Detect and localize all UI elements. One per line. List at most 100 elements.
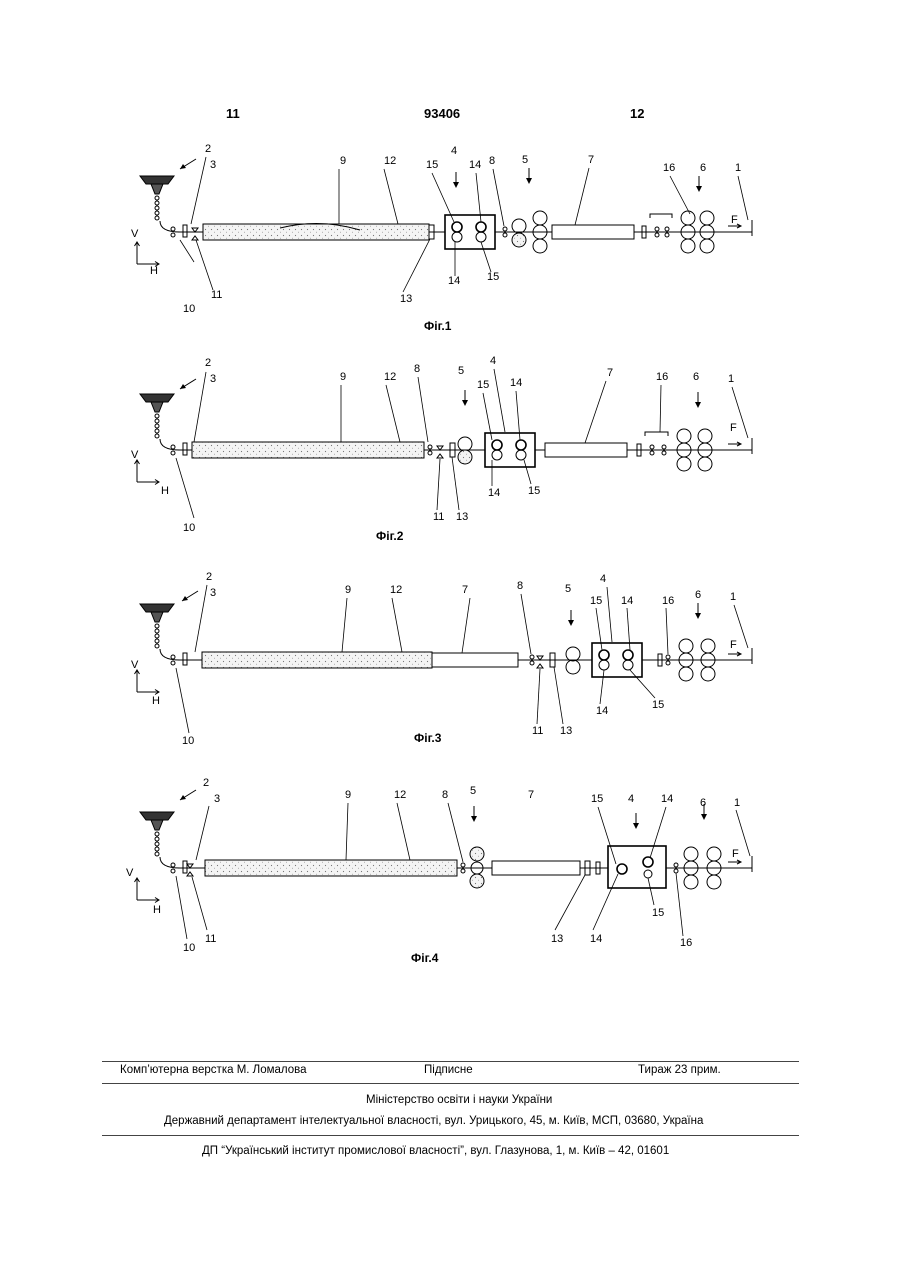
mould-roll-icon bbox=[155, 434, 159, 438]
mould-roll-icon bbox=[155, 419, 159, 423]
footer-typesetter: Комп’ютерна верстка М. Ломалова bbox=[120, 1064, 307, 1076]
rolling-stand-roll bbox=[677, 429, 691, 443]
leader-line bbox=[192, 877, 207, 930]
ref-label: F bbox=[730, 422, 737, 434]
ref-label: 14 bbox=[661, 793, 673, 805]
leader-line bbox=[738, 176, 748, 220]
mould-roll-icon bbox=[155, 852, 159, 856]
leader-line bbox=[432, 173, 454, 222]
ref-label: 5 bbox=[522, 154, 528, 166]
ref-label: 9 bbox=[340, 371, 346, 383]
rolling-stand-roll bbox=[684, 875, 698, 889]
ladle-icon bbox=[140, 604, 174, 612]
leader-line bbox=[666, 608, 668, 654]
pinch-roll bbox=[171, 863, 175, 867]
arrow-head bbox=[695, 613, 701, 619]
ref-label: F bbox=[732, 848, 739, 860]
ref-label: 13 bbox=[456, 511, 468, 523]
pinch-roll bbox=[171, 869, 175, 873]
leader-line bbox=[593, 874, 618, 930]
stand-roll bbox=[566, 647, 580, 661]
ref-label: 11 bbox=[205, 933, 216, 945]
rolling-stand-roll bbox=[681, 211, 695, 225]
tunnel-furnace bbox=[205, 860, 457, 876]
rolling-stand-roll bbox=[700, 211, 714, 225]
leader-line bbox=[191, 157, 206, 224]
cutter-3 bbox=[183, 653, 187, 665]
pinch-roll bbox=[650, 451, 654, 455]
strand-curve bbox=[160, 439, 180, 450]
rolling-stand-roll bbox=[698, 457, 712, 471]
ref-label: 11 bbox=[433, 511, 444, 523]
pinch-roll bbox=[171, 233, 175, 237]
ref-label: 12 bbox=[394, 789, 406, 801]
group-bracket bbox=[645, 432, 668, 436]
leader-line bbox=[670, 176, 690, 214]
ref-label: 5 bbox=[470, 785, 476, 797]
shear-upper bbox=[537, 656, 543, 660]
arrow-head bbox=[453, 182, 459, 188]
leader-line bbox=[392, 598, 402, 652]
ref-label: 7 bbox=[528, 789, 534, 801]
footer-rule-top bbox=[102, 1061, 799, 1062]
ref-label: 4 bbox=[600, 573, 606, 585]
ref-label: 14 bbox=[590, 933, 602, 945]
mould-roll-icon bbox=[155, 216, 159, 220]
leader-line bbox=[452, 457, 459, 510]
footer-institute: ДП “Український інститут промислової вла… bbox=[202, 1145, 669, 1157]
figure-caption: Фіг.4 bbox=[411, 951, 439, 965]
rolling-stand-roll bbox=[533, 239, 547, 253]
ref-label: 12 bbox=[384, 155, 396, 167]
ref-label: 14 bbox=[488, 487, 500, 499]
footer-department: Державний департамент інтелектуальної вл… bbox=[164, 1115, 703, 1127]
leader-line bbox=[607, 587, 612, 642]
mould-roll-icon bbox=[155, 206, 159, 210]
leader-line bbox=[386, 385, 400, 442]
arrow-head bbox=[462, 400, 468, 406]
coiler-box bbox=[445, 215, 495, 249]
ref-label: 9 bbox=[340, 155, 346, 167]
mould-roll-icon bbox=[155, 837, 159, 841]
arrow-head bbox=[633, 823, 639, 829]
arrow-head bbox=[526, 178, 532, 184]
mould-roll-icon bbox=[155, 629, 159, 633]
leader-line bbox=[555, 875, 585, 930]
ref-label: 16 bbox=[662, 595, 674, 607]
ref-label: 15 bbox=[426, 159, 438, 171]
mould-roll-icon bbox=[155, 429, 159, 433]
ladle-icon bbox=[140, 812, 174, 820]
ref-label: 12 bbox=[384, 371, 396, 383]
tundish-icon bbox=[151, 612, 163, 622]
ref-label: 15 bbox=[652, 907, 664, 919]
ref-label: V bbox=[131, 659, 139, 671]
leader-line bbox=[537, 669, 540, 724]
arrow-head bbox=[180, 795, 186, 800]
ref-label: H bbox=[153, 904, 161, 916]
pinch-roll bbox=[461, 869, 465, 873]
stand-roll bbox=[470, 874, 484, 888]
ref-label: 15 bbox=[487, 271, 499, 283]
ref-label: 15 bbox=[590, 595, 602, 607]
leader-line bbox=[418, 377, 428, 442]
tunnel-furnace bbox=[202, 652, 432, 668]
pinch-roll bbox=[171, 661, 175, 665]
ref-label: 2 bbox=[203, 777, 209, 789]
pinch-roll bbox=[662, 445, 666, 449]
ref-label: 11 bbox=[532, 725, 543, 737]
cutter-3 bbox=[183, 443, 187, 455]
shear-upper bbox=[187, 864, 193, 868]
footer-ministry: Міністерство освіти і науки України bbox=[366, 1094, 552, 1106]
footer-rule-middle bbox=[102, 1083, 799, 1084]
cutter-3 bbox=[183, 861, 187, 873]
ref-label: 5 bbox=[565, 583, 571, 595]
mould-roll-icon bbox=[155, 634, 159, 638]
leader-line bbox=[462, 598, 470, 653]
ref-label: F bbox=[731, 214, 738, 226]
arrow-head bbox=[696, 186, 702, 192]
ref-label: 8 bbox=[442, 789, 448, 801]
leader-line bbox=[448, 803, 463, 862]
footer-rule-bottom bbox=[102, 1135, 799, 1136]
ref-label: 16 bbox=[663, 162, 675, 174]
coiler-box bbox=[485, 433, 535, 467]
ref-label: 15 bbox=[652, 699, 664, 711]
